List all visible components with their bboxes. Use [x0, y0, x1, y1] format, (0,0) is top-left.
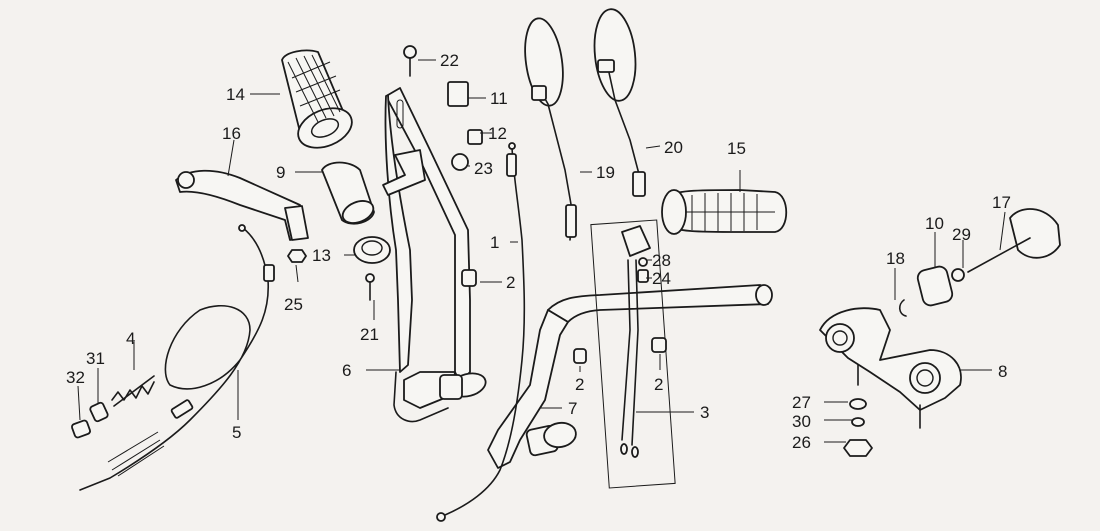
switch-assembly-part	[590, 219, 676, 489]
label-12: 12	[488, 124, 507, 143]
label-20: 20	[664, 138, 683, 157]
label-21: 21	[360, 325, 379, 344]
label-4: 4	[126, 329, 135, 348]
cable-part	[436, 142, 526, 522]
label-18: 18	[886, 249, 905, 268]
label-31: 31	[86, 349, 105, 368]
left-handlebar-part	[382, 87, 487, 423]
label-5: 5	[232, 423, 241, 442]
label-28: 28	[652, 251, 671, 270]
washers-and-nuts	[287, 45, 873, 457]
handlebar-clamp-part	[819, 307, 962, 429]
throttle-tube-part	[321, 161, 391, 264]
left-grip-part	[281, 49, 353, 149]
label-8: 8	[998, 362, 1007, 381]
label-2b: 2	[575, 375, 584, 394]
label-26: 26	[792, 433, 811, 452]
part-number-labels: 1 2 2 2 3 4 5 6 7 8 9 10 11 12 13 14 15 …	[66, 51, 1011, 452]
label-29: 29	[952, 225, 971, 244]
label-1: 1	[490, 233, 499, 252]
leader-lines	[77, 59, 1006, 443]
left-mirror-part	[524, 17, 577, 241]
label-17: 17	[992, 193, 1011, 212]
right-mirror-part	[593, 8, 646, 197]
sleeve-part	[89, 401, 109, 423]
label-32: 32	[66, 368, 85, 387]
spring-part	[111, 375, 155, 407]
label-13: 13	[312, 246, 331, 265]
clutch-cable-part	[79, 224, 275, 491]
label-11: 11	[490, 89, 508, 108]
label-27: 27	[792, 393, 811, 412]
clutch-lever-part	[175, 169, 309, 241]
label-9: 9	[276, 163, 285, 182]
right-grip-part	[661, 189, 788, 235]
label-19: 19	[596, 163, 615, 182]
circlip-part	[898, 299, 907, 317]
label-23: 23	[474, 159, 493, 178]
label-25: 25	[284, 295, 303, 314]
nut-part	[71, 419, 91, 439]
label-6: 6	[342, 361, 351, 380]
adjuster-knob-part	[967, 208, 1061, 273]
label-30: 30	[792, 412, 811, 431]
label-7: 7	[568, 399, 577, 418]
label-16: 16	[222, 124, 241, 143]
label-10: 10	[925, 214, 944, 233]
label-22: 22	[440, 51, 459, 70]
label-14: 14	[226, 85, 245, 104]
adjuster-bushing-part	[916, 265, 965, 307]
label-2c: 2	[654, 375, 663, 394]
label-24: 24	[652, 269, 671, 288]
right-handlebar-part	[487, 284, 773, 469]
label-15: 15	[727, 139, 746, 158]
label-2a: 2	[506, 273, 515, 292]
label-3: 3	[700, 403, 709, 422]
